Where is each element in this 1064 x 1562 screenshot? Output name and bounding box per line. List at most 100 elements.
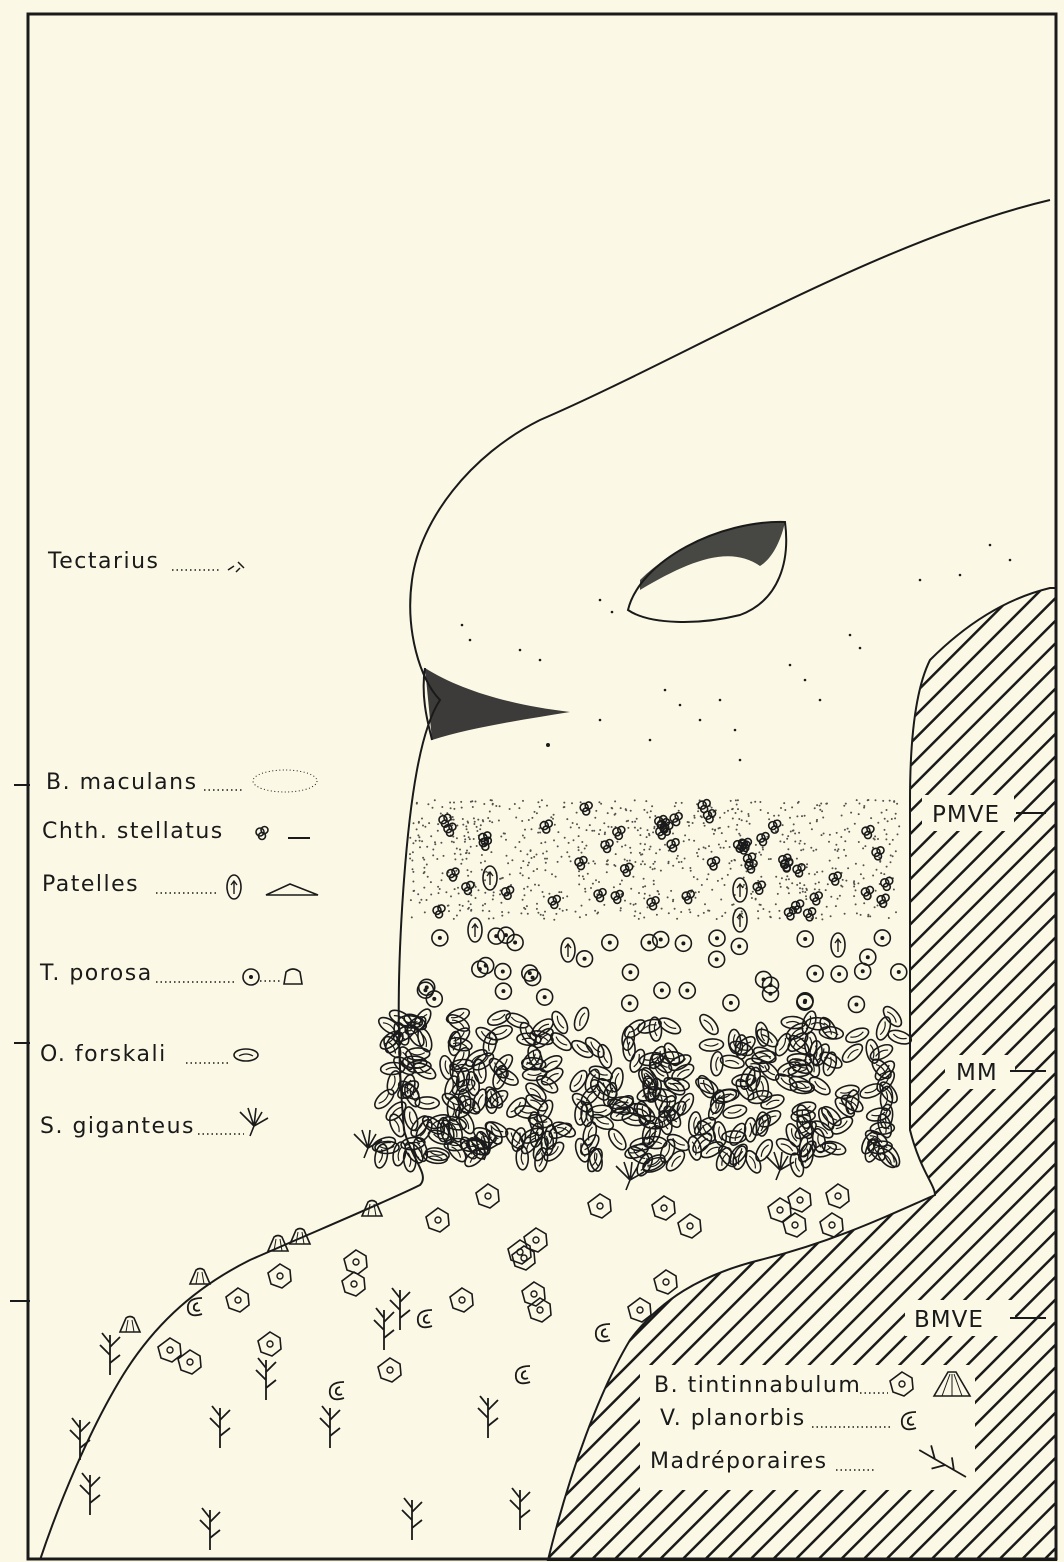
porosa-mark	[653, 932, 669, 948]
tintinnabulum-mark	[344, 1250, 367, 1274]
chthamalus-mark	[548, 895, 560, 908]
chthamalus-mark	[877, 894, 889, 907]
tintinnabulum-mark	[258, 1332, 281, 1356]
tintinnabulum-mark	[788, 1188, 811, 1212]
porosa-mark	[495, 983, 511, 999]
oyster-mark	[438, 1054, 455, 1080]
chthamalus-mark	[611, 890, 623, 903]
coral-mark	[80, 1473, 100, 1515]
oyster-mark	[865, 1106, 891, 1123]
oyster-mark	[705, 1096, 727, 1123]
chthamalus-mark	[621, 863, 633, 876]
oyster-mark	[876, 1113, 894, 1139]
porosa-mark	[709, 930, 725, 946]
coral-mark	[210, 1406, 230, 1448]
chthamalus-mark	[601, 840, 613, 853]
legend-b-tintinnabulum: B. tintinnabulum	[654, 1373, 861, 1398]
tintinnabulum-mark	[450, 1288, 473, 1312]
coral-mark	[256, 1358, 276, 1400]
porosa-mark	[641, 935, 657, 951]
coral-mark	[100, 1333, 120, 1375]
label-patelles: Patelles	[42, 872, 139, 897]
coral-mark	[390, 1288, 410, 1330]
oyster-mark	[714, 1146, 735, 1173]
species-key: Tectarius B. maculans Chth. stellatus Pa…	[39, 549, 318, 1139]
limpet-mark	[468, 918, 482, 942]
chthamalus-mark	[502, 886, 514, 899]
oyster-mark	[839, 1041, 865, 1066]
oyster-mark	[821, 1051, 838, 1077]
chthamalus-mark	[861, 886, 873, 899]
limpet-mark	[831, 933, 845, 957]
chthamalus-mark	[594, 889, 606, 902]
oyster-mark	[791, 1100, 817, 1118]
porosa-mark	[723, 995, 739, 1011]
oyster-mark	[807, 1074, 833, 1098]
oyster-mark	[731, 1144, 749, 1170]
oyster-mark	[406, 1048, 430, 1061]
oyster-mark	[623, 1142, 650, 1161]
oyster-mark	[641, 1155, 668, 1175]
oyster-mark	[839, 1092, 866, 1115]
porosa-mark	[762, 986, 778, 1002]
oyster-mark	[504, 1010, 531, 1030]
porosa-mark	[831, 966, 847, 982]
tintinnabulum-mark	[512, 1246, 535, 1270]
vermet-mark	[330, 1382, 344, 1399]
oyster-mark	[549, 1009, 571, 1036]
tintinnabulum-mark	[628, 1298, 651, 1322]
porosa-mark	[654, 982, 670, 998]
chthamalus-mark	[829, 872, 841, 885]
tintinnabulum-mark	[826, 1184, 849, 1208]
tintinnabulum-mark	[820, 1213, 843, 1237]
coral-mark	[402, 1498, 422, 1540]
label-t-porosa: T. porosa	[39, 961, 153, 986]
porosa-mark	[472, 961, 488, 977]
giganteus-mark	[766, 1152, 794, 1180]
vermet-mark	[418, 1310, 432, 1327]
label-tectarius: Tectarius	[47, 549, 160, 574]
porosa-mark	[679, 983, 695, 999]
porosa-mark	[797, 931, 813, 947]
oyster-mark	[572, 1006, 592, 1033]
chthamalus-mark	[753, 881, 765, 894]
chthamalus-mark	[575, 857, 587, 870]
tintinnabulum-mark	[342, 1272, 365, 1296]
chthamalus-mark	[540, 820, 552, 833]
tintinnabulum-mark	[678, 1214, 701, 1238]
tintinnabulum-mark	[652, 1196, 675, 1220]
porosa-mark	[891, 964, 907, 980]
oyster-mark	[657, 1109, 674, 1135]
coral-mark	[374, 1308, 394, 1350]
porosa-mark	[675, 935, 691, 951]
legend-madreporaires: Madréporaires	[650, 1449, 828, 1474]
chthamalus-mark	[707, 857, 719, 870]
chthamalus-mark	[810, 892, 822, 905]
oyster-mark	[868, 1042, 895, 1064]
porosa-mark	[537, 989, 553, 1005]
barnacle-cone-mark	[120, 1317, 140, 1333]
coral-mark	[320, 1406, 340, 1448]
chthamalus-mark	[757, 833, 769, 846]
oyster-mark	[596, 1043, 614, 1069]
oyster-mark	[722, 1103, 748, 1120]
porosa-mark	[432, 930, 448, 946]
porosa-mark	[426, 991, 442, 1007]
vermet-mark	[516, 1366, 530, 1383]
limpet-mark	[733, 908, 747, 932]
label-b-maculans: B. maculans	[46, 770, 198, 795]
chthamalus-mark	[462, 881, 474, 894]
tintinnabulum-mark	[476, 1184, 499, 1208]
porosa-mark	[848, 996, 864, 1012]
level-mm: MM	[956, 1060, 998, 1086]
legend-v-planorbis: V. planorbis	[660, 1406, 806, 1431]
oyster-mark	[759, 1092, 786, 1111]
chthamalus-mark	[862, 826, 874, 839]
limpet-mark	[483, 866, 497, 890]
tintinnabulum-mark	[528, 1298, 551, 1322]
oyster-mark	[656, 1015, 683, 1037]
barnacle-cone-mark	[190, 1269, 210, 1285]
limpet-mark	[733, 878, 747, 902]
porosa-mark	[622, 964, 638, 980]
